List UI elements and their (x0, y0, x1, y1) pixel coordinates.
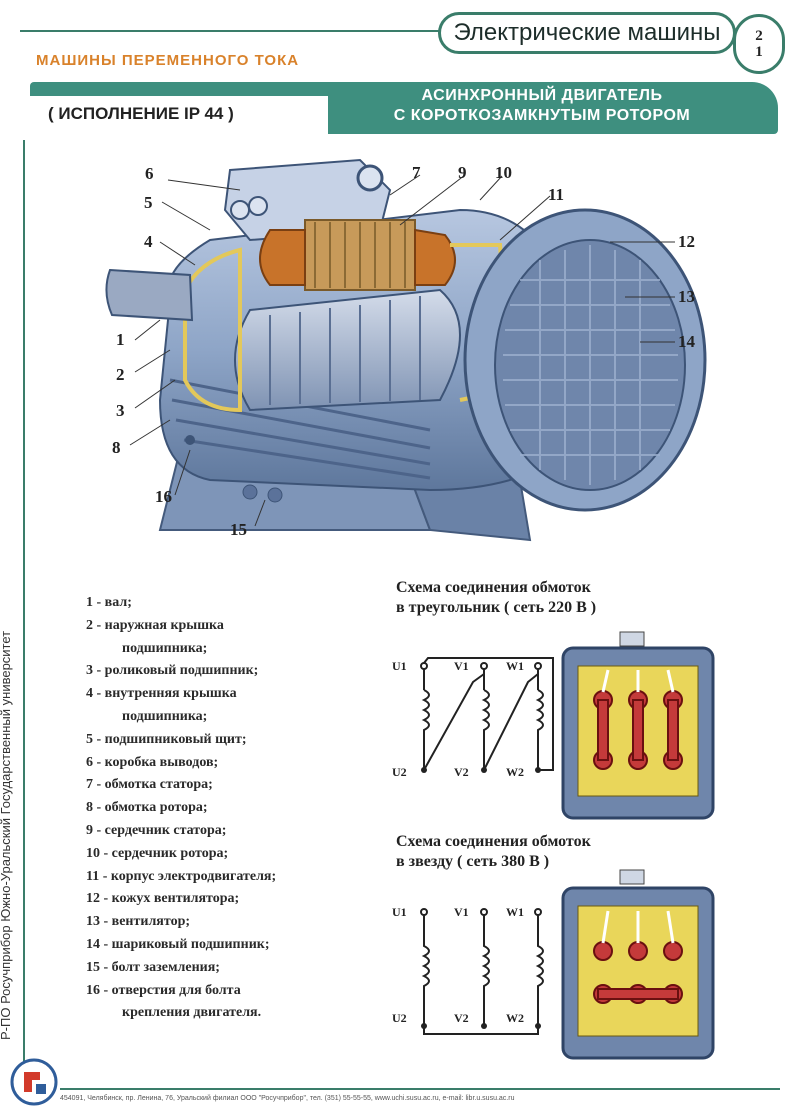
callout-14: 14 (678, 332, 696, 351)
legend-item: 1 - вал; (86, 595, 132, 610)
callout-5: 5 (144, 193, 153, 212)
callout-13: 13 (678, 287, 695, 306)
legend-item-continued: крепления двигателя. (122, 1005, 262, 1021)
legend-item: 7 - обмотка статора; (86, 777, 213, 793)
callout-6: 6 (145, 164, 154, 183)
terminal-v1-label: V1 (454, 905, 469, 919)
motor-title-line2: С КОРОТКОЗАМКНУТЫМ РОТОРОМ (393, 107, 691, 124)
callout-11: 11 (548, 185, 564, 204)
legend-item: 6 - коробка выводов; (86, 754, 219, 770)
delta-scheme-title: Схема соединения обмоток в треугольник (… (396, 579, 597, 616)
side-publisher-text: Р-ПО Росучприбор Южно-Уральский Государс… (0, 630, 13, 1040)
side-rule (23, 140, 25, 1090)
legend-item: 15 - болт заземления; (86, 959, 220, 975)
legend-item: 12 - кожух вентилятора; (86, 891, 240, 907)
callout-12: 12 (678, 232, 695, 251)
page-number-badge: 2 1 (733, 14, 785, 74)
publisher-logo-icon (10, 1058, 58, 1106)
callout-8: 8 (112, 438, 121, 457)
callout-2: 2 (116, 365, 125, 384)
terminal-w1-label: W1 (506, 659, 524, 673)
legend-item: 16 - отверстия для болта (86, 982, 241, 998)
title-band-cutout (30, 96, 328, 134)
page-number-bottom: 1 (755, 44, 763, 60)
legend-item: 5 - подшипниковый щит; (86, 731, 247, 747)
callout-16: 16 (155, 487, 172, 506)
legend-item: 10 - сердечник ротора; (86, 845, 229, 861)
terminal-u1-label: U1 (392, 905, 407, 919)
terminal-v2-label: V2 (454, 1011, 469, 1025)
legend-item: 11 - корпус электродвигателя; (86, 868, 277, 884)
legend-item: 13 - вентилятор; (86, 914, 191, 930)
motor-title: АСИНХРОННЫЙ ДВИГАТЕЛЬ С КОРОТКОЗАМКНУТЫМ… (322, 86, 762, 126)
delta-scheme: U1 V1 W1 U2 V2 W2 (392, 631, 715, 820)
footer-address: 454091, Челябинск, пр. Ленина, 76, Ураль… (60, 1095, 515, 1102)
motor-title-line1: АСИНХРОННЫЙ ДВИГАТЕЛЬ (421, 87, 663, 104)
legend-item: 14 - шариковый подшипник; (86, 936, 270, 952)
callout-10: 10 (495, 163, 512, 182)
terminal-u2-label: U2 (392, 765, 407, 779)
terminal-w1-label: W1 (506, 905, 524, 919)
terminal-w2-label: W2 (506, 1011, 524, 1025)
legend-item: 4 - внутренняя крышка (86, 686, 237, 702)
legend-item: 9 - сердечник статора; (86, 822, 227, 838)
star-scheme-title: Схема соединения обмоток в звезду ( сеть… (396, 833, 591, 870)
callout-15: 15 (230, 520, 247, 539)
legend-item: 3 - роликовый подшипник; (86, 663, 259, 679)
execution-label: ( ИСПОЛНЕНИЕ IP 44 ) (48, 104, 234, 123)
legend-item: 8 - обмотка ротора; (86, 800, 208, 816)
callout-1: 1 (116, 330, 125, 349)
star-scheme: U1 V1 W1 U2 V2 W2 (392, 869, 715, 1060)
callout-3: 3 (116, 401, 125, 420)
callout-4: 4 (144, 232, 153, 251)
motor-illustration: 6 5 4 7 9 10 11 12 13 14 1 2 3 8 16 15 (105, 158, 707, 542)
callout-7: 7 (412, 163, 421, 182)
callout-9: 9 (458, 163, 467, 182)
section-title: МАШИНЫ ПЕРЕМЕННОГО ТОКА (36, 52, 300, 69)
motor-shaft (105, 268, 194, 322)
header-rule (20, 30, 440, 32)
terminal-u1-label: U1 (392, 659, 407, 673)
terminal-v2-label: V2 (454, 765, 469, 779)
page-number-top: 2 (755, 28, 763, 44)
terminal-w2-label: W2 (506, 765, 524, 779)
legend-item-continued: подшипника; (122, 708, 208, 724)
stator-winding (259, 229, 306, 286)
footer-rule (60, 1088, 780, 1090)
terminal-u2-label: U2 (392, 1011, 407, 1025)
legend-item: 2 - наружная крышка (86, 617, 224, 633)
rotor (234, 288, 461, 412)
terminal-v1-label: V1 (454, 659, 469, 673)
parts-legend: 1 - вал; 2 - наружная крышка подшипника;… (86, 592, 386, 1025)
page-title: Электрические машины (438, 12, 736, 54)
legend-item-continued: подшипника; (122, 640, 208, 656)
